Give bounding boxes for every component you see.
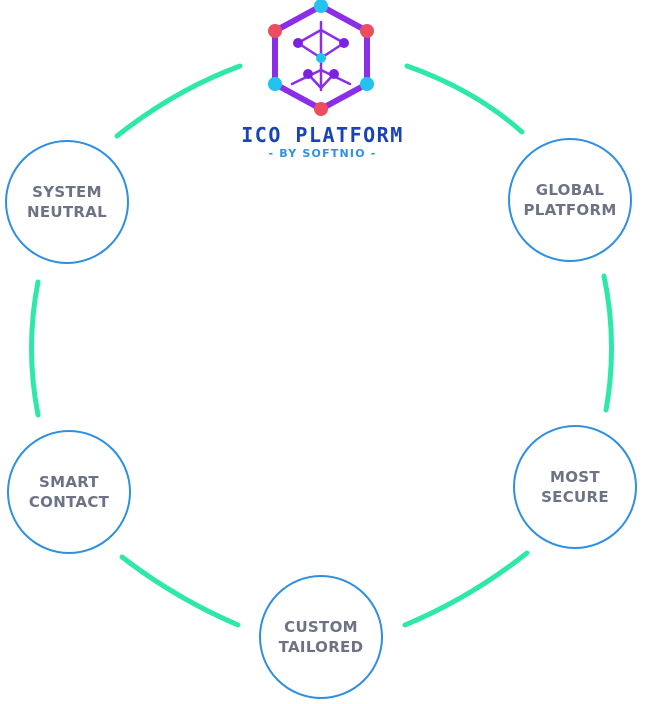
feature-label-line2: CONTACT (28, 493, 110, 511)
feature-node-smart-contact: SMART CONTACT (7, 430, 131, 554)
ring-arc-top-left (114, 63, 243, 139)
feature-label-line2: PLATFORM (523, 201, 617, 219)
feature-label-line1: SYSTEM (32, 183, 102, 201)
feature-node-system-neutral: SYSTEM NEUTRAL (5, 140, 129, 264)
ring-arc-top-right (404, 63, 525, 135)
feature-label-line2: SECURE (541, 488, 609, 506)
brand-subtitle: - BY SOFTNIO - (268, 147, 377, 160)
ring-arc-bottom-left (119, 554, 241, 628)
ring-arc-bottom-right (402, 550, 530, 628)
ring-arc-left (29, 279, 41, 418)
ico-platform-logo (268, 0, 374, 116)
feature-label-line1: SMART (39, 473, 99, 491)
brand-title: ICO PLATFORM (241, 123, 404, 147)
feature-label-line1: MOST (550, 468, 600, 486)
feature-label-line2: TAILORED (278, 638, 364, 656)
feature-label-line2: NEUTRAL (26, 203, 108, 221)
ring-arc-right (601, 273, 614, 413)
feature-node-global-platform: GLOBAL PLATFORM (508, 138, 632, 262)
feature-node-custom-tailored: CUSTOM TAILORED (259, 575, 383, 699)
feature-label-line1: CUSTOM (284, 618, 358, 636)
feature-node-most-secure: MOST SECURE (513, 425, 637, 549)
feature-label-line1: GLOBAL (535, 181, 605, 199)
